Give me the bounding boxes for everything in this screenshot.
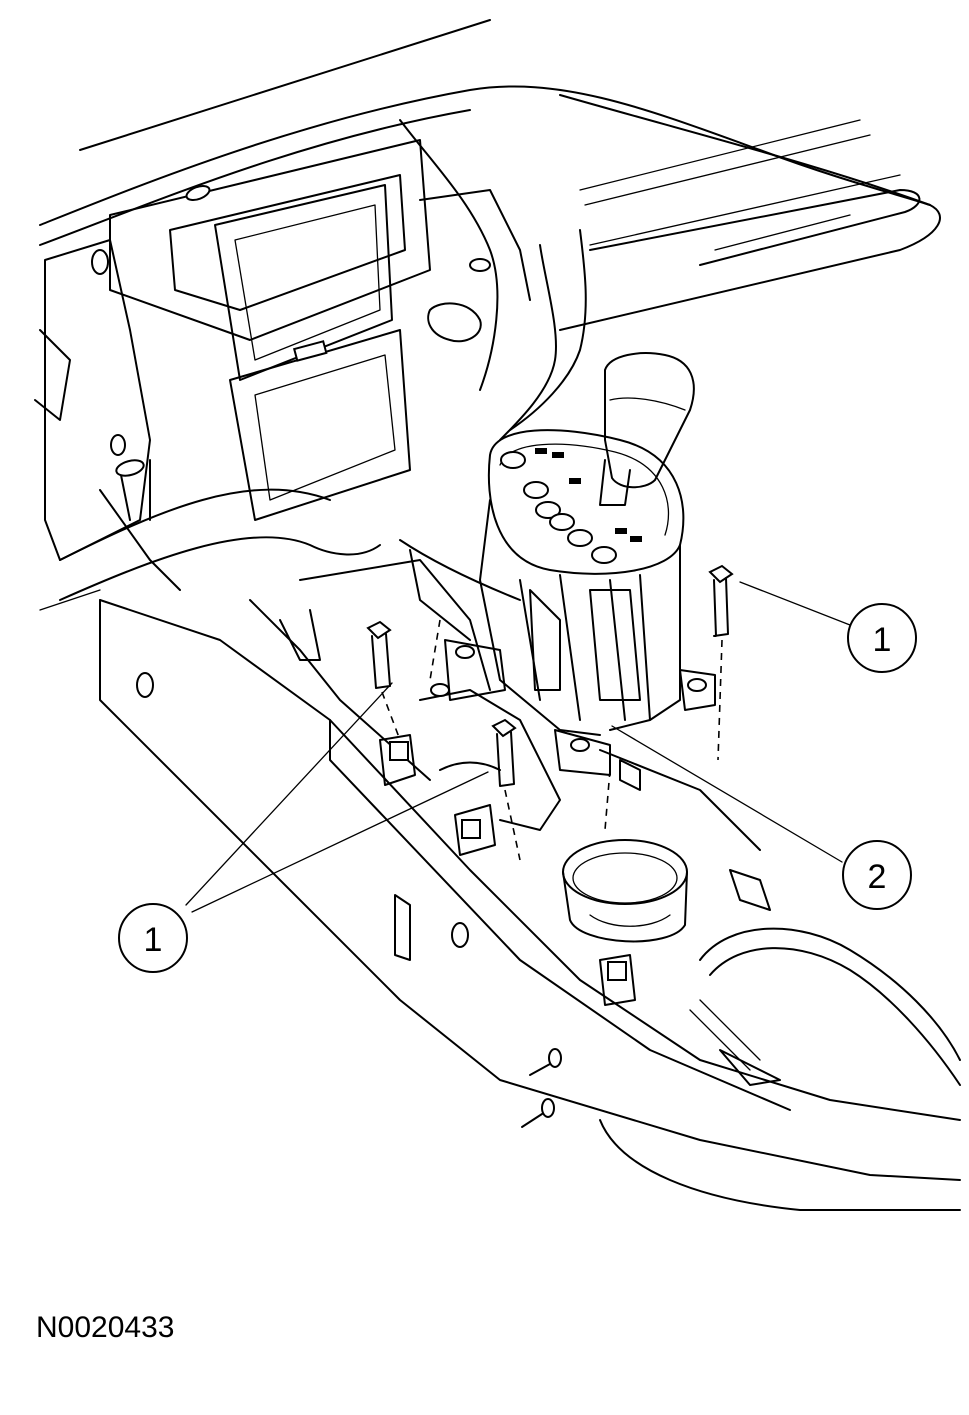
callout-circle-right-bottom: 2: [842, 840, 912, 910]
callout-label: 2: [868, 858, 887, 896]
instrument-panel: [39, 19, 941, 441]
shifter-assembly: [399, 352, 716, 776]
left-dash-structure: [34, 239, 381, 611]
figure-id: N0020433: [36, 1311, 175, 1344]
bolts: [366, 564, 734, 787]
cup-holder: [562, 839, 688, 943]
center-stack-bezel: [109, 139, 491, 521]
callout-label: 1: [144, 921, 163, 959]
callout-circle-left: 1: [118, 903, 188, 973]
alignment-lines: [381, 619, 723, 861]
floor-console: [99, 599, 961, 1211]
leader-lines: [185, 581, 851, 913]
callout-circle-right-top: 1: [847, 603, 917, 673]
console-interior: [249, 559, 771, 1006]
callout-label: 1: [873, 621, 892, 659]
